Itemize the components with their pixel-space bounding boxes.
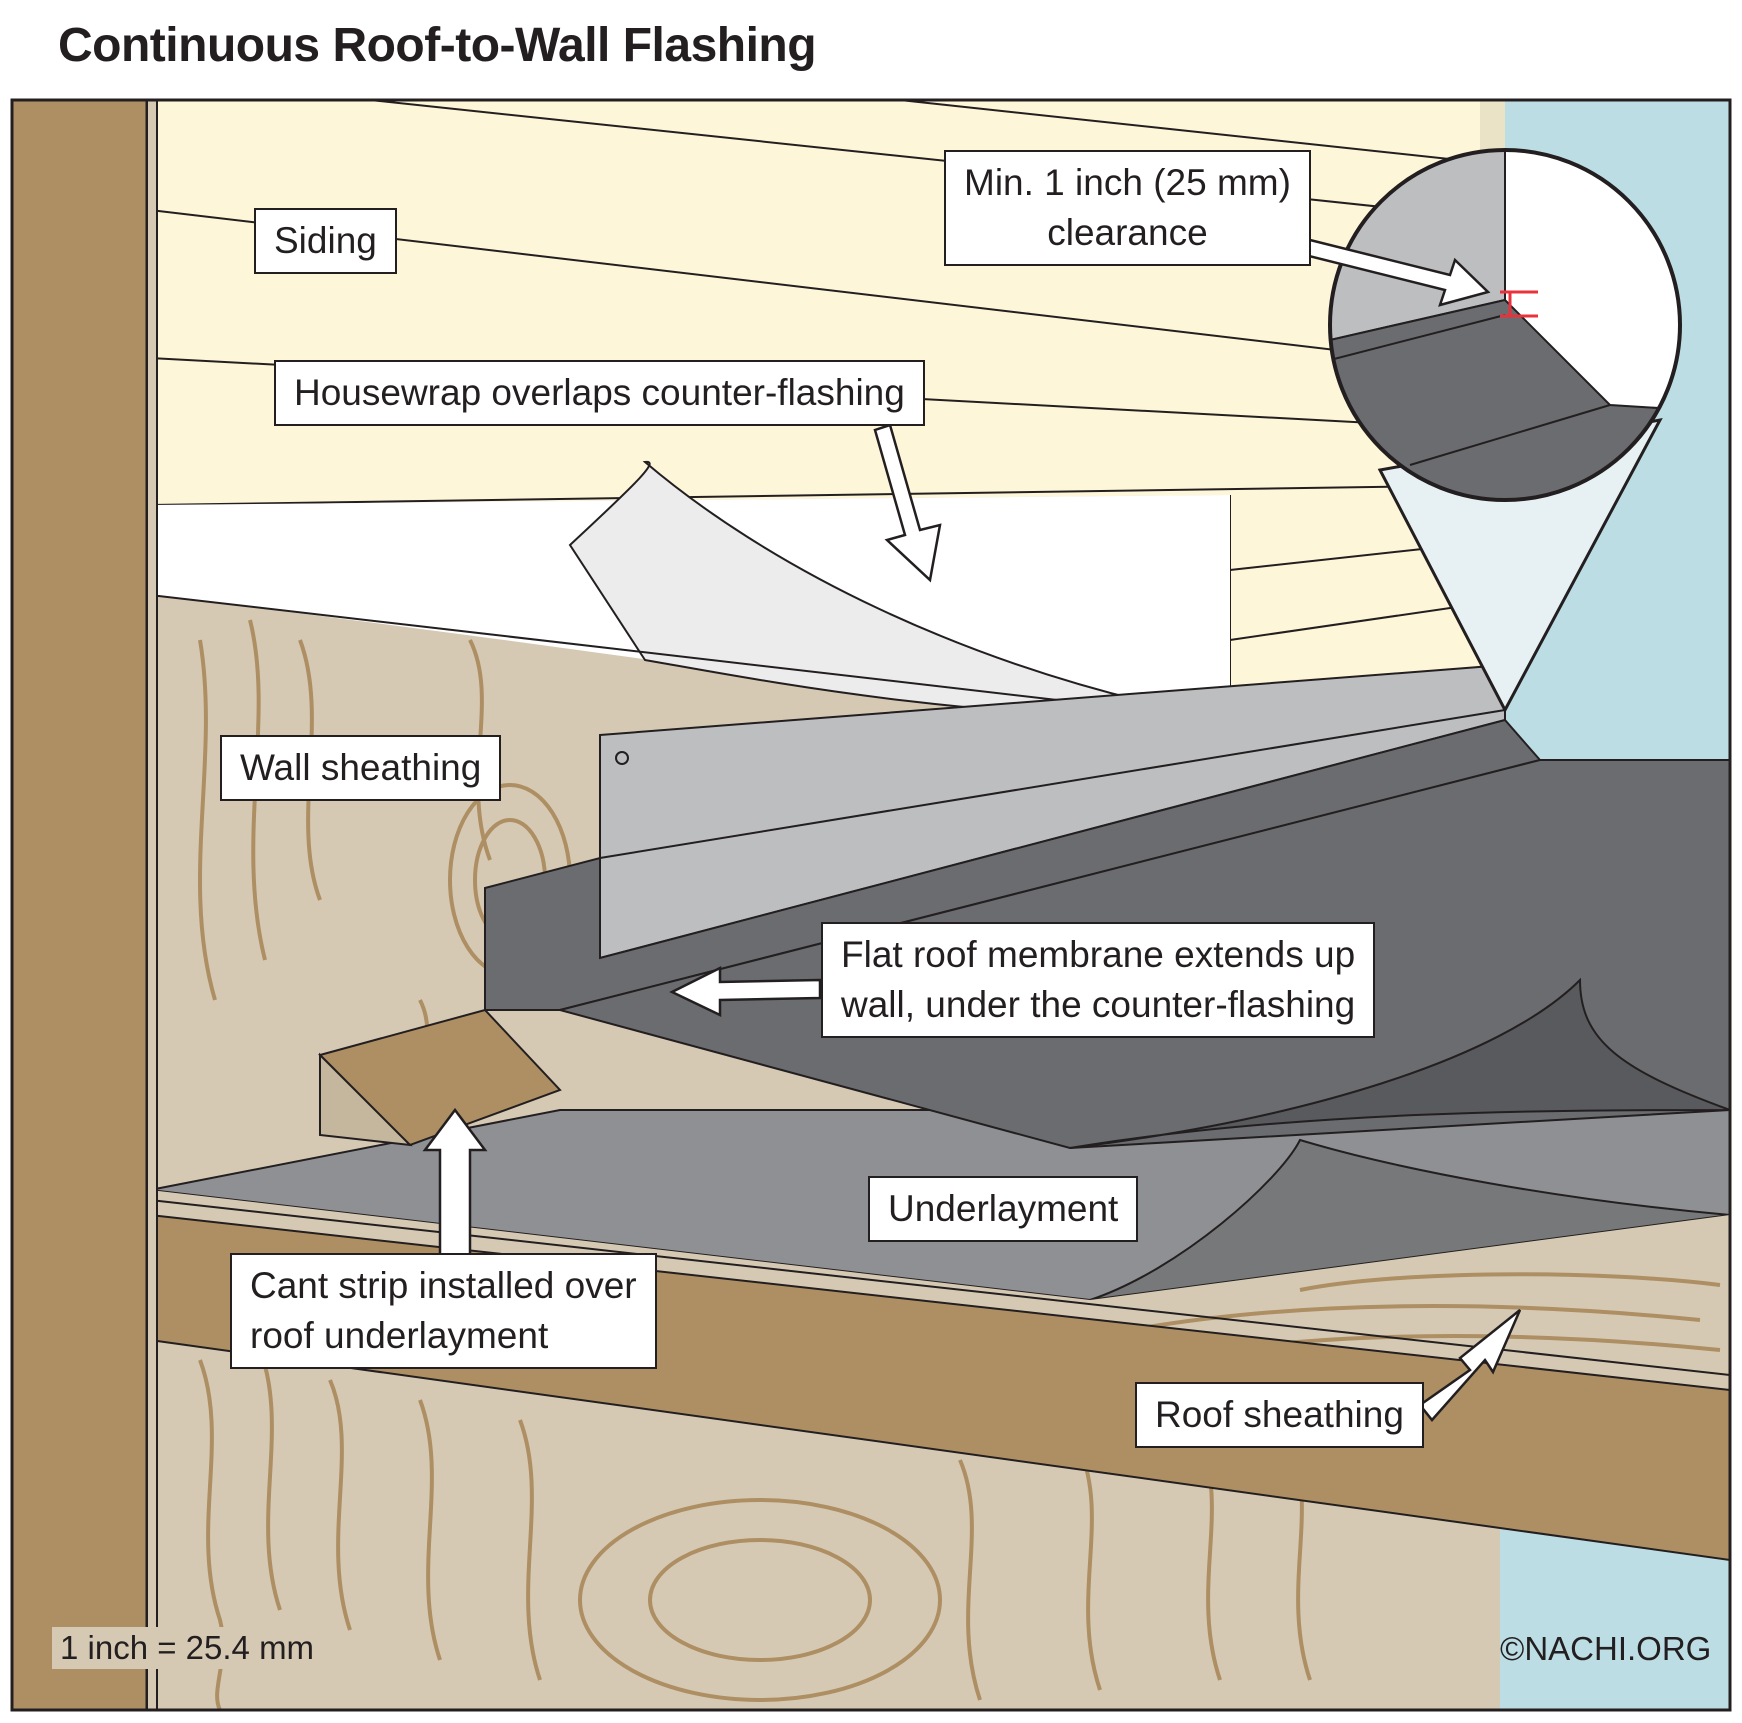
label-underlayment: Underlayment bbox=[868, 1176, 1139, 1242]
label-membrane: Flat roof membrane extends up wall, unde… bbox=[821, 922, 1376, 1038]
label-clearance-line2: clearance bbox=[1047, 212, 1208, 253]
label-wall-sheathing-text: Wall sheathing bbox=[240, 747, 482, 788]
arrow-to-clearance bbox=[1303, 238, 1491, 307]
diagram-frame bbox=[10, 98, 1732, 1712]
membrane-curl bbox=[1069, 977, 1730, 1149]
zoom-circle bbox=[1328, 148, 1682, 502]
label-arrows bbox=[422, 238, 1522, 1422]
arrow-to-cant-strip bbox=[422, 1107, 488, 1257]
label-clearance: Min. 1 inch (25 mm) clearance bbox=[944, 150, 1311, 266]
wall-framing-post bbox=[12, 100, 149, 1710]
arrow-to-counter-flashing bbox=[873, 423, 942, 583]
fastener-dot bbox=[615, 751, 629, 765]
clearance-mark bbox=[1500, 290, 1538, 318]
label-wall-sheathing: Wall sheathing bbox=[220, 735, 502, 801]
label-siding-text: Siding bbox=[274, 220, 377, 261]
label-membrane-line2: wall, under the counter-flashing bbox=[841, 984, 1356, 1025]
underlayment-curl bbox=[1089, 1138, 1730, 1301]
label-siding: Siding bbox=[254, 208, 397, 274]
diagram-title: Continuous Roof-to-Wall Flashing bbox=[58, 19, 817, 72]
cant-strip-end bbox=[319, 1052, 413, 1147]
label-roof-sheathing-text: Roof sheathing bbox=[1155, 1394, 1404, 1435]
label-clearance-line1: Min. 1 inch (25 mm) bbox=[964, 162, 1291, 203]
zoom-detail bbox=[1330, 150, 1680, 500]
label-housewrap: Housewrap overlaps counter-flashing bbox=[274, 360, 925, 426]
membrane-wall-leg bbox=[484, 718, 1542, 1011]
arrow-to-membrane bbox=[669, 965, 822, 1017]
copyright-note: ©NACHI.ORG bbox=[1500, 1630, 1712, 1667]
arrow-to-roof-sheathing bbox=[1418, 1309, 1522, 1422]
label-cant-strip-line2: roof underlayment bbox=[250, 1315, 549, 1356]
label-membrane-line1: Flat roof membrane extends up bbox=[841, 934, 1356, 975]
housewrap-fold bbox=[568, 460, 1231, 721]
label-housewrap-text: Housewrap overlaps counter-flashing bbox=[294, 372, 905, 413]
label-cant-strip-line1: Cant strip installed over bbox=[250, 1265, 637, 1306]
label-roof-sheathing: Roof sheathing bbox=[1135, 1382, 1424, 1448]
label-cant-strip: Cant strip installed over roof underlaym… bbox=[230, 1253, 657, 1369]
scale-note: 1 inch = 25.4 mm bbox=[52, 1627, 323, 1669]
label-underlayment-text: Underlayment bbox=[888, 1188, 1119, 1229]
